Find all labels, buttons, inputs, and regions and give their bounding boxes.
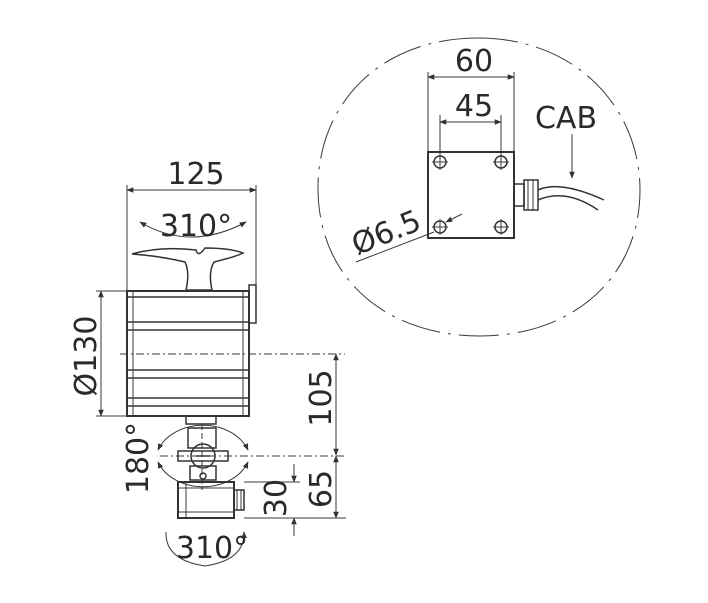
lamp-handle bbox=[131, 247, 245, 291]
cable-gland bbox=[513, 179, 605, 211]
cable-callout: CAB bbox=[535, 101, 597, 179]
cable-label: CAB bbox=[535, 101, 597, 136]
dimension-60: 60 bbox=[427, 44, 515, 152]
rotation-bottom-label: 310° bbox=[176, 531, 248, 566]
dimension-45: 45 bbox=[439, 89, 502, 160]
rotation-top: 310° bbox=[139, 209, 247, 244]
tilt-180-label: 180° bbox=[121, 422, 156, 494]
mounting-plate-detail: 60 45 Ø6.5 bbox=[317, 37, 641, 337]
dimension-hole-diameter-label: Ø6.5 bbox=[347, 204, 426, 263]
rotation-bottom: 310° bbox=[165, 531, 248, 567]
detail-circle bbox=[317, 37, 641, 337]
dimension-45-label: 45 bbox=[455, 89, 493, 124]
dimension-65: 65 bbox=[244, 455, 346, 519]
dimension-hole-diameter: Ø6.5 bbox=[347, 204, 463, 263]
dimension-30-label: 30 bbox=[259, 479, 294, 517]
lamp-head bbox=[120, 284, 345, 417]
lamp-side-view: 125 310° Ø130 bbox=[69, 157, 346, 567]
dimension-diameter-130-label: Ø130 bbox=[69, 316, 104, 397]
dimension-125-label: 125 bbox=[167, 157, 224, 192]
dimension-105: 105 bbox=[304, 353, 339, 456]
dimension-125: 125 bbox=[126, 157, 257, 290]
lamp-base bbox=[177, 481, 245, 519]
dimension-105-label: 105 bbox=[304, 369, 339, 426]
mounting-holes bbox=[432, 154, 509, 235]
dimension-60-label: 60 bbox=[455, 44, 493, 79]
dimension-65-label: 65 bbox=[304, 470, 339, 508]
dimension-diameter-130: Ø130 bbox=[69, 290, 127, 417]
rotation-top-label: 310° bbox=[160, 209, 232, 244]
dimension-30: 30 bbox=[244, 464, 300, 536]
pivot-bracket bbox=[157, 415, 345, 490]
